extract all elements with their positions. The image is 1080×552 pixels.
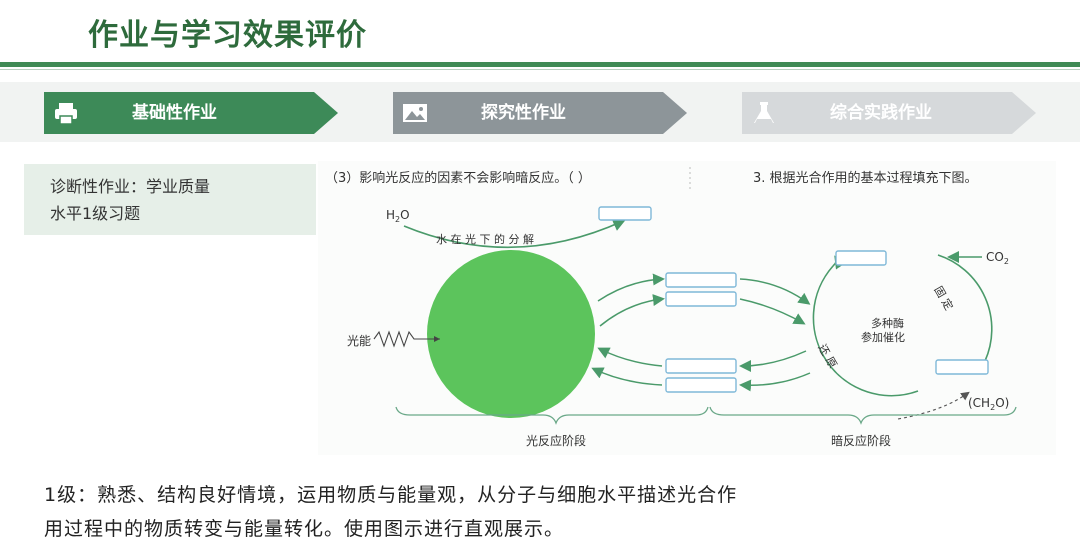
blank-box-mid-4[interactable] <box>665 377 737 393</box>
diagnostic-homework-label: 诊断性作业：学业质量 水平1级习题 <box>24 164 316 235</box>
return-arrow-1 <box>739 350 807 372</box>
question-left: （3）影响光反应的因素不会影响暗反应。（ ） <box>325 171 591 186</box>
atp-arrow-2 <box>599 294 665 327</box>
blank-box-mid-1[interactable] <box>665 272 737 288</box>
page-title: 作业与学习效果评价 <box>88 18 367 53</box>
title-rule-thin <box>0 69 1080 70</box>
atp-arrow-1 <box>597 273 665 302</box>
tab-label: 探究性作业 <box>481 103 566 123</box>
tab-label: 基础性作业 <box>132 103 217 123</box>
light-wave <box>373 330 440 348</box>
light-arrowhead <box>434 336 440 342</box>
blank-box-top[interactable] <box>598 206 652 221</box>
photosynthesis-diagram: H2O 水 在 光 下 的 分 解 光能 <box>347 167 1017 448</box>
tab-label: 综合实践作业 <box>830 103 932 123</box>
side-label-line: 诊断性作业：学业质量 <box>50 177 211 196</box>
return-arrow-4 <box>591 367 663 386</box>
question-right: 3. 根据光合作用的基本过程填充下图。 <box>753 171 978 186</box>
water-split-arrow <box>403 219 626 249</box>
dark-stage-label: 暗反应阶段 <box>831 433 891 448</box>
water-split-label: 水 在 光 下 的 分 解 <box>436 232 534 246</box>
fix-label: 固 定 <box>931 284 956 313</box>
photosynthesis-figure: H2O 水 在 光 下 的 分 解 光能 <box>318 161 1056 455</box>
tab-practice-homework[interactable]: 综合实践作业 <box>742 92 1036 134</box>
description-line: 用过程中的物质转变与能量转化。使用图示进行直观展示。 <box>44 518 565 540</box>
enzyme-label: 多种酶 <box>871 316 904 330</box>
title-rule <box>0 62 1080 67</box>
blank-box-mid-2[interactable] <box>665 291 737 307</box>
flask-icon <box>750 100 778 126</box>
dark-stage-brace <box>709 406 1017 425</box>
h2o-label: H2O <box>386 208 410 224</box>
side-label-line: 水平1级习题 <box>50 204 141 223</box>
light-energy-label: 光能 <box>347 334 371 348</box>
image-icon <box>401 100 429 126</box>
atp-arrow-3 <box>739 278 811 305</box>
return-arrow-3 <box>597 347 663 367</box>
cycle-arc-left <box>812 265 919 397</box>
chloroplast-circle <box>427 250 595 418</box>
co2-label: CO2 <box>986 250 1009 266</box>
description-line: 1级：熟悉、结构良好情境，运用物质与能量观，从分子与细胞水平描述光合作 <box>44 484 738 506</box>
ch2o-dashed-arrow <box>897 391 970 420</box>
printer-icon <box>52 100 80 126</box>
reduce-label: 还 原 <box>815 342 839 371</box>
blank-box-cycle-top[interactable] <box>835 250 887 266</box>
tab-basic-homework[interactable]: 基础性作业 <box>44 92 338 134</box>
atp-arrow-4 <box>739 298 806 325</box>
ch2o-label: (CH2O) <box>968 396 1009 412</box>
blank-box-mid-3[interactable] <box>665 358 737 374</box>
return-arrow-2 <box>739 372 811 392</box>
level-description: 1级：熟悉、结构良好情境，运用物质与能量观，从分子与细胞水平描述光合作 用过程中… <box>44 478 1054 546</box>
light-stage-brace <box>395 406 709 425</box>
light-stage-label: 光反应阶段 <box>526 433 586 448</box>
enzyme-label: 参加催化 <box>861 330 905 344</box>
blank-box-cycle-bottom[interactable] <box>935 359 989 375</box>
tab-inquiry-homework[interactable]: 探究性作业 <box>393 92 687 134</box>
